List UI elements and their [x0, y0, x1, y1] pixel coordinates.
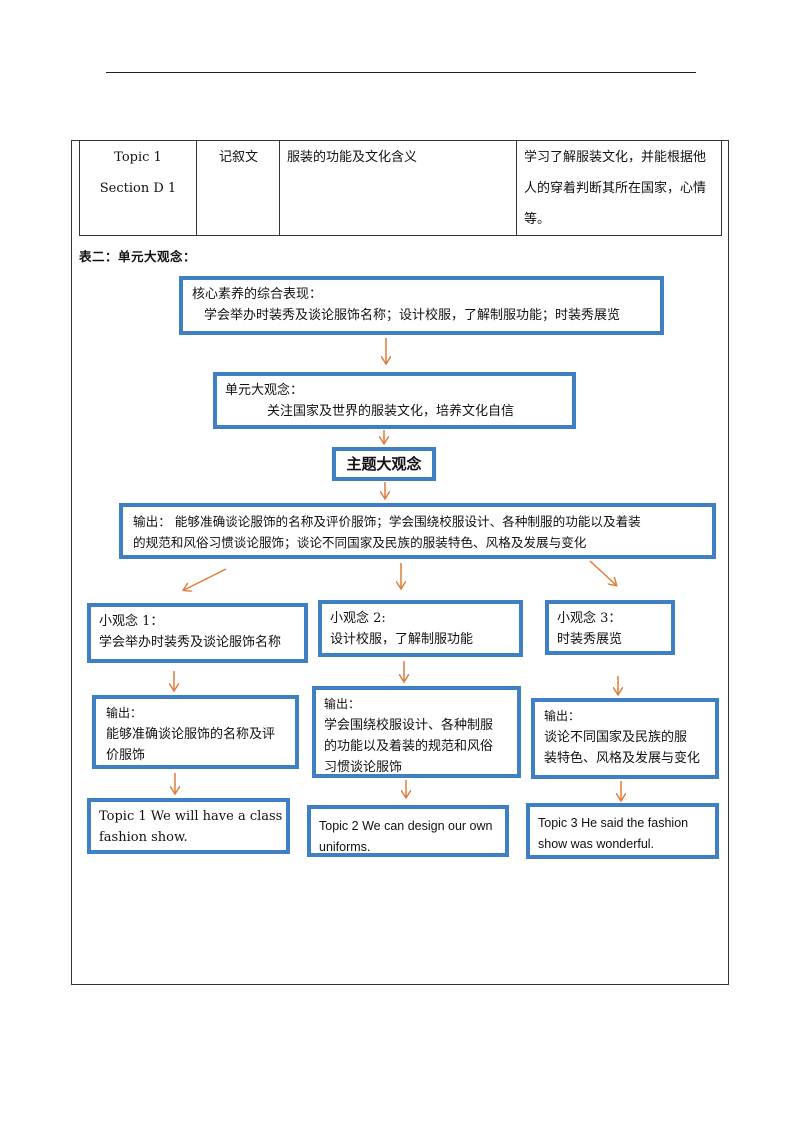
unit-label: 单元大观念： [225, 383, 304, 398]
topic-line: fashion show. [99, 830, 188, 845]
table-col-line [196, 140, 197, 236]
small-idea-box-1: 小观念 1： 学会举办时装秀及谈论服饰名称 [87, 603, 308, 663]
goal-line: 人的穿着判断其所在国家，心情 [524, 181, 707, 196]
table2-label: 表二：单元大观念： [79, 249, 197, 264]
output-box-3: 输出： 谈论不同国家及民族的服 装特色、风格及发展与变化 [531, 698, 719, 779]
topic-cell: Topic 1 Section D 1 [80, 142, 196, 204]
topic-line: show was wonderful. [538, 837, 655, 851]
arrow-output-to-idea1 [184, 568, 227, 590]
topic-box-2: Topic 2 We can design our own uniforms. [307, 805, 509, 857]
theme-big-idea-box: 主题大观念 [332, 447, 436, 481]
goal-line: 等。 [524, 212, 551, 227]
topic-box-3: Topic 3 He said the fashion show was won… [526, 803, 719, 859]
topic-box-1: Topic 1 We will have a class fashion sho… [87, 798, 290, 854]
output-line: 能够准确谈论服饰的名称及评 [106, 727, 276, 742]
content-table [71, 140, 729, 985]
section-label: Section D 1 [99, 181, 177, 196]
unit-text: 关注国家及世界的服装文化，培养文化自信 [267, 404, 515, 419]
small-idea-box-3: 小观念 3： 时装秀展览 [545, 600, 675, 655]
topic-line: uniforms. [319, 840, 371, 854]
core-label: 核心素养的综合表现： [192, 287, 323, 302]
main-output-box: 输出： 能够准确谈论服饰的名称及评价服饰；学会围绕校服设计、各种制服的功能以及着… [119, 503, 716, 559]
small-idea-label: 小观念 1： [99, 614, 164, 629]
small-idea-text: 学会举办时装秀及谈论服饰名称 [99, 635, 282, 650]
core-competency-box: 核心素养的综合表现： 学会举办时装秀及谈论服饰名称；设计校服，了解制服功能；时装… [179, 276, 664, 335]
unit-big-idea-box: 单元大观念： 关注国家及世界的服装文化，培养文化自信 [213, 372, 576, 429]
output-box-2: 输出： 学会围绕校服设计、各种制服 的功能以及着装的规范和风俗 习惯谈论服饰 [312, 686, 521, 778]
topic-line: Topic 3 He said the fashion [538, 816, 689, 830]
output-box-1: 输出： 能够准确谈论服饰的名称及评 价服饰 [92, 695, 299, 769]
table-col-line [516, 140, 517, 236]
topic-line: Topic 2 We can design our own [319, 819, 493, 833]
topic-line: Topic 1 We will have a class [99, 809, 283, 824]
table-col-line [79, 140, 80, 236]
small-idea-text: 时装秀展览 [557, 632, 623, 647]
goal-line: 学习了解服装文化，并能根据他 [524, 150, 707, 165]
main-output-line: 输出： 能够准确谈论服饰的名称及评价服饰；学会围绕校服设计、各种制服的功能以及着… [133, 514, 641, 529]
topic-label: Topic 1 [114, 150, 162, 165]
output-label: 输出： [544, 709, 581, 723]
small-idea-text: 设计校服，了解制服功能 [330, 632, 474, 647]
output-label: 输出： [324, 697, 361, 711]
small-idea-box-2: 小观念 2: 设计校服，了解制服功能 [318, 600, 523, 657]
genre-cell: 记叙文 [219, 150, 259, 165]
content-cell: 服装的功能及文化含义 [287, 150, 418, 165]
table-col-line [721, 140, 722, 236]
core-text: 学会举办时装秀及谈论服饰名称；设计校服，了解制服功能；时装秀展览 [204, 308, 621, 323]
output-line: 装特色、风格及发展与变化 [544, 751, 701, 766]
output-line: 学会围绕校服设计、各种制服 [324, 718, 494, 733]
arrow-output-to-idea3 [589, 560, 616, 585]
small-idea-label: 小观念 2: [330, 611, 386, 626]
goal-cell: 学习了解服装文化，并能根据他 人的穿着判断其所在国家，心情 等。 [524, 142, 720, 235]
small-idea-label: 小观念 3： [557, 611, 622, 626]
output-line: 价服饰 [106, 748, 146, 763]
page-header-rule [106, 72, 696, 73]
output-line: 谈论不同国家及民族的服 [544, 730, 688, 745]
table-row-line [79, 235, 722, 236]
output-label: 输出： [106, 706, 143, 720]
main-output-line: 的规范和风俗习惯谈论服饰；谈论不同国家及民族的服装特色、风格及发展与变化 [133, 535, 587, 550]
output-line: 习惯谈论服饰 [324, 760, 403, 775]
table-col-line [279, 140, 280, 236]
output-line: 的功能以及着装的规范和风俗 [324, 739, 494, 754]
